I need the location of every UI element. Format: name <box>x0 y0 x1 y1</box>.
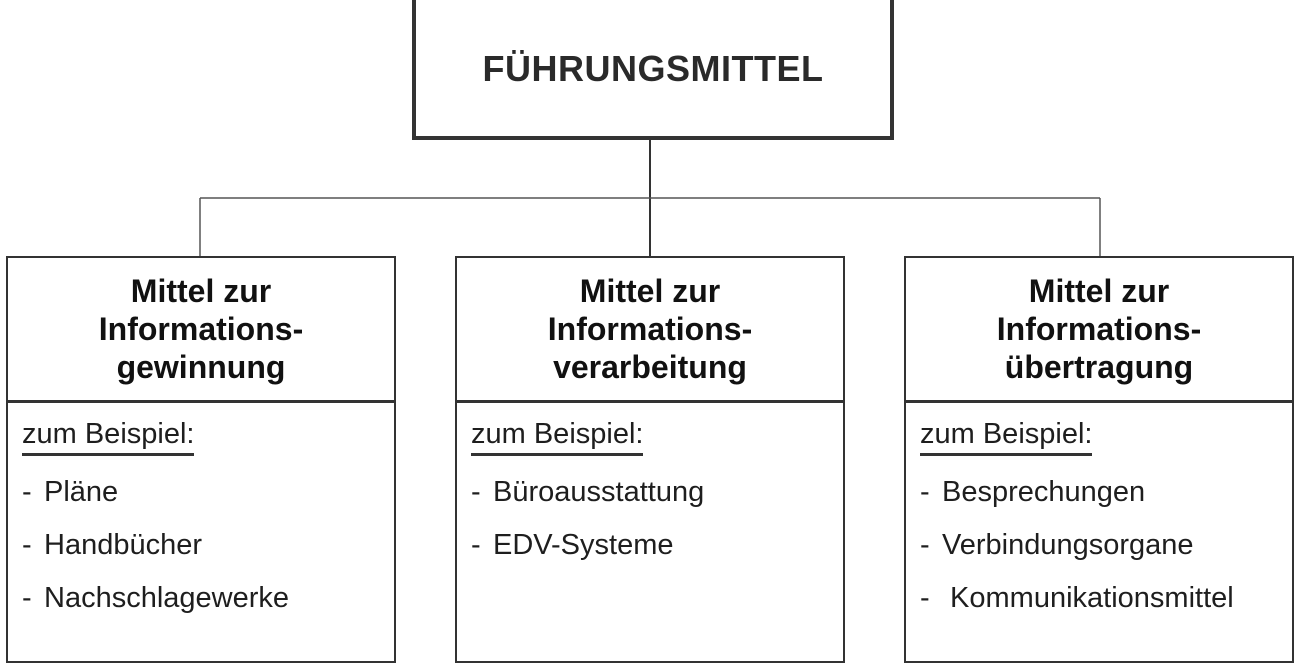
list-bullet: - <box>920 476 930 508</box>
category-node-gewinnung: Mittel zur Informations- gewinnung zum B… <box>6 256 396 663</box>
list-item: - Nachschlagewerke <box>22 572 394 625</box>
list-item: - EDV-Systeme <box>471 519 843 572</box>
list-bullet: - <box>920 529 930 561</box>
list-bullet: - <box>471 476 481 508</box>
list-item-text: Verbindungsorgane <box>942 529 1194 561</box>
list-item: - Besprechungen <box>920 466 1292 519</box>
category-heading-line: verarbeitung <box>553 349 747 385</box>
category-body: zum Beispiel: - Pläne - Handbücher - Nac… <box>8 403 394 625</box>
category-heading: Mittel zur Informations- verarbeitung <box>457 258 843 403</box>
list-item: - Pläne <box>22 466 394 519</box>
list-item-text: Kommunikationsmittel <box>942 582 1234 614</box>
example-label: zum Beispiel: <box>471 417 644 456</box>
example-label: zum Beispiel: <box>920 417 1093 456</box>
list-bullet: - <box>920 582 930 614</box>
list-item-text: Nachschlagewerke <box>44 582 290 614</box>
category-heading: Mittel zur Informations- übertragung <box>906 258 1292 403</box>
category-heading-line: gewinnung <box>116 349 286 385</box>
root-title: FÜHRUNGSMITTEL <box>482 48 824 89</box>
category-heading-line: Informations- <box>547 311 753 347</box>
category-heading-line: Mittel zur <box>579 273 721 309</box>
root-node: FÜHRUNGSMITTEL <box>412 0 894 140</box>
list-item: - Verbindungsorgane <box>920 519 1292 572</box>
category-heading: Mittel zur Informations- gewinnung <box>8 258 394 403</box>
category-body: zum Beispiel: - Büroausstattung - EDV-Sy… <box>457 403 843 572</box>
category-node-uebertragung: Mittel zur Informations- übertragung zum… <box>904 256 1294 663</box>
list-item-text: Pläne <box>44 476 119 508</box>
list-item-text: Handbücher <box>44 529 202 561</box>
example-label: zum Beispiel: <box>22 417 195 456</box>
list-item-text: EDV-Systeme <box>493 529 674 561</box>
category-heading-line: Informations- <box>996 311 1202 347</box>
category-heading-line: Informations- <box>98 311 304 347</box>
list-item-text: Büroausstattung <box>493 476 705 508</box>
list-bullet: - <box>22 529 32 561</box>
list-item-text: Besprechungen <box>942 476 1146 508</box>
category-heading-line: Mittel zur <box>1028 273 1170 309</box>
category-node-verarbeitung: Mittel zur Informations- verarbeitung zu… <box>455 256 845 663</box>
list-item: - Handbücher <box>22 519 394 572</box>
category-heading-line: Mittel zur <box>130 273 272 309</box>
list-bullet: - <box>22 582 32 614</box>
list-bullet: - <box>471 529 481 561</box>
list-item: - Büroausstattung <box>471 466 843 519</box>
category-body: zum Beispiel: - Besprechungen - Verbindu… <box>906 403 1292 625</box>
list-bullet: - <box>22 476 32 508</box>
list-item: - Kommunikationsmittel <box>920 572 1292 625</box>
category-heading-line: übertragung <box>1004 349 1194 385</box>
